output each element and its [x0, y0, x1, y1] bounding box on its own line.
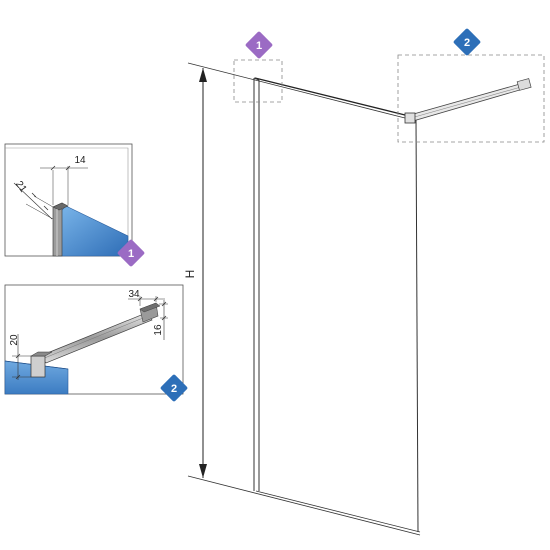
height-label: H: [183, 270, 197, 279]
stabilizer-bar: [404, 78, 532, 124]
detail-1-dim-top: 14: [74, 155, 86, 166]
detail-2-dim-right: 16: [153, 324, 164, 336]
callout-box-1: [233, 59, 283, 103]
svg-text:1: 1: [128, 248, 134, 260]
callout-box-2: [397, 54, 545, 143]
svg-text:2: 2: [171, 383, 177, 395]
floor-line: [187, 475, 421, 536]
ceiling-line: [187, 62, 406, 119]
svg-text:1: 1: [256, 40, 262, 52]
badge-2-detail: 2: [160, 374, 188, 402]
height-dimension: H: [183, 68, 207, 478]
svg-text:2: 2: [464, 37, 470, 49]
detail-2-dim-left: 20: [9, 334, 20, 346]
detail-1-inset: 14 21: [4, 143, 133, 257]
height-arrow-top: [199, 68, 207, 82]
detail-2-clamp: [30, 355, 46, 378]
glass-top-edge: [254, 77, 414, 118]
detail-2-dim-top: 34: [128, 289, 140, 300]
detail-2-inset: 34 16 20: [4, 284, 184, 395]
badge-1-top: 1: [245, 31, 273, 59]
badge-1-detail: 1: [117, 239, 145, 267]
height-arrow-bottom: [199, 464, 207, 478]
badge-2-top: 2: [453, 28, 481, 56]
wall-profile-cap: [253, 77, 260, 81]
main-panel: [187, 62, 421, 536]
glass-right-edge: [415, 118, 419, 533]
glass-bottom-edge: [255, 490, 421, 533]
